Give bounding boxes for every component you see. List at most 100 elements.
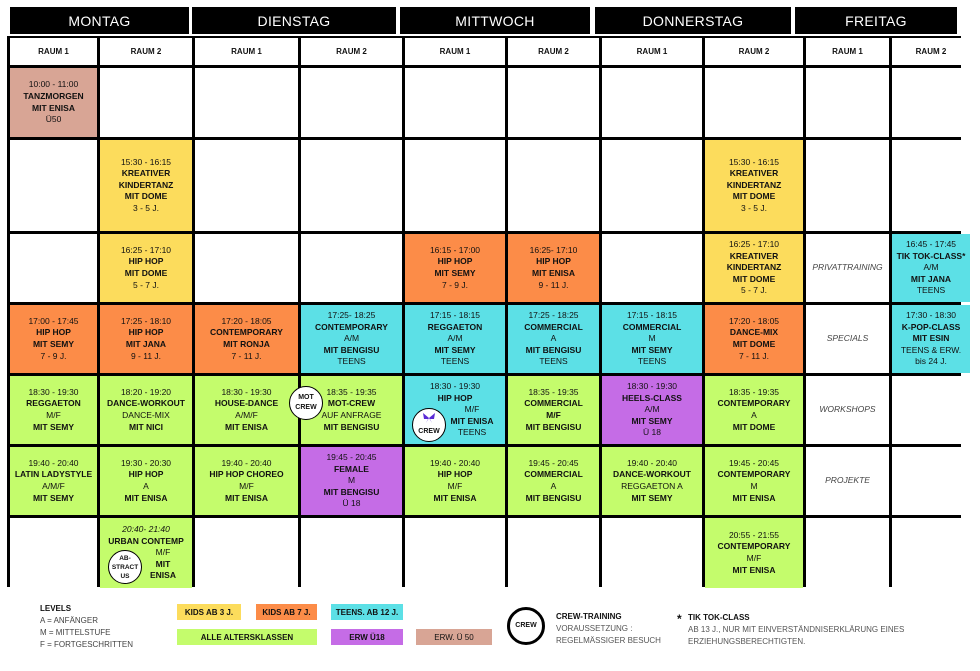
butterfly-icon	[422, 413, 436, 427]
empty-slot	[301, 518, 402, 588]
class-detail: MIT SEMY	[631, 415, 673, 426]
class-time: 15:30 - 16:15	[728, 156, 780, 167]
class-detail: 3 - 5 J.	[133, 202, 159, 213]
class-detail: A/M	[923, 262, 939, 273]
badge-text: AB-	[119, 554, 131, 562]
empty-slot	[602, 68, 702, 137]
class-detail: TEENS & ERW.	[900, 344, 962, 355]
empty-slot	[806, 140, 889, 231]
class-detail: M	[648, 333, 656, 344]
class-slot: SPECIALS	[806, 305, 889, 373]
class-detail: MIT SEMY	[434, 268, 476, 278]
class-detail: 5 - 7 J.	[741, 285, 767, 296]
empty-slot	[602, 234, 702, 302]
class-detail: HIP HOP CHOREO	[209, 469, 284, 480]
room-header: RAUM 2	[508, 38, 599, 65]
class-detail: MIT SEMY	[32, 421, 75, 432]
legend-chip-kids-7: KIDS AB 7 J.	[256, 604, 317, 620]
empty-slot	[602, 140, 702, 231]
class-detail: MIT ESIN	[912, 333, 950, 344]
empty-slot	[508, 140, 599, 231]
class-detail: MIT DOME	[124, 268, 168, 278]
class-detail: KREATIVER	[121, 168, 171, 179]
day-header-mittwoch: MITTWOCH	[400, 7, 590, 34]
class-detail: CONTEMPORARY	[717, 469, 791, 480]
tiktok-line-1: AB 13 J., NUR MIT EINVERSTÄNDNISERKLÄRUN…	[688, 625, 905, 634]
class-detail: DANCE-WORKOUT	[613, 469, 691, 480]
class-time: 16:15 - 17:00	[429, 244, 481, 255]
day-header-montag: MONTAG	[10, 7, 189, 34]
class-time: 17:20 - 18:05	[221, 315, 272, 326]
class-detail: TEENS	[440, 356, 470, 367]
class-detail: MIT ENISA	[124, 492, 168, 503]
class-time: 19:40 - 20:40	[28, 457, 79, 468]
class-time: 18:35 - 19:35	[728, 386, 780, 397]
class-time: 20:55 - 21:55	[728, 529, 780, 540]
room-header: RAUM 2	[705, 38, 803, 65]
class-detail: bis 24 J.	[915, 356, 947, 367]
class-time: 10:00 - 11:00	[28, 79, 79, 90]
class-detail: 7 - 11 J.	[738, 350, 770, 361]
class-detail: A	[550, 333, 557, 344]
crew-badge-icon: CREW	[412, 408, 446, 442]
levels-title: LEVELS	[40, 604, 72, 613]
class-detail: MIT BENGISU	[525, 344, 582, 355]
class-time: 17:15 - 18:15	[626, 310, 678, 321]
class-time: 16:25- 17:10	[529, 244, 578, 255]
room-header: RAUM 2	[892, 38, 970, 65]
class-detail: K-POP-CLASS	[901, 321, 961, 332]
empty-slot	[405, 518, 505, 588]
day-header-donnerstag: DONNERSTAG	[595, 7, 791, 34]
class-detail: KINDERTANZ	[726, 262, 782, 273]
legend-chip-kids-3: KIDS AB 3 J.	[177, 604, 241, 620]
class-detail: 9 - 11 J.	[130, 350, 162, 361]
class-detail: 3 - 5 J.	[741, 202, 767, 213]
badge-text: STRACT	[111, 563, 139, 571]
class-detail: MIT JANA	[125, 339, 167, 349]
room-header: RAUM 2	[301, 38, 402, 65]
empty-slot	[705, 68, 803, 137]
class-detail: 7 - 11 J.	[231, 350, 262, 361]
class-detail: A/M/F	[235, 410, 258, 420]
class-detail: A/M	[644, 404, 660, 415]
empty-slot	[195, 140, 298, 231]
class-detail: MIT RONJA	[223, 339, 270, 349]
category-label: PROJEKTE	[825, 475, 870, 486]
class-detail: A/M	[343, 333, 360, 344]
class-detail: MIT ENISA	[225, 421, 268, 432]
class-time: 18:30 - 19:30	[28, 386, 79, 397]
class-detail: MIT DOME	[732, 339, 776, 349]
class-detail: M/F	[464, 404, 480, 415]
class-detail: TEENS	[337, 356, 366, 367]
crew-badge-text: CREW	[515, 622, 537, 629]
class-time: 17:30 - 18:30	[905, 310, 957, 321]
class-detail: 5 - 7 J.	[133, 279, 159, 290]
class-time: 19:40 - 20:40	[221, 457, 272, 468]
class-detail: REGGAETON	[427, 321, 483, 332]
class-detail: M	[347, 475, 356, 486]
class-detail: KINDERTANZ	[726, 179, 782, 190]
class-detail: CONTEMPORARY	[717, 398, 791, 409]
class-slot: PRIVATTRAINING	[806, 234, 889, 302]
empty-slot	[10, 140, 97, 231]
empty-slot	[301, 234, 402, 302]
class-time: 18:35 - 19:35	[528, 386, 579, 397]
legend-chip-all-ages: ALLE ALTERSKLASSEN	[177, 629, 317, 645]
class-detail: MIT DOME	[732, 421, 776, 432]
class-detail: Ü 18	[342, 498, 361, 509]
